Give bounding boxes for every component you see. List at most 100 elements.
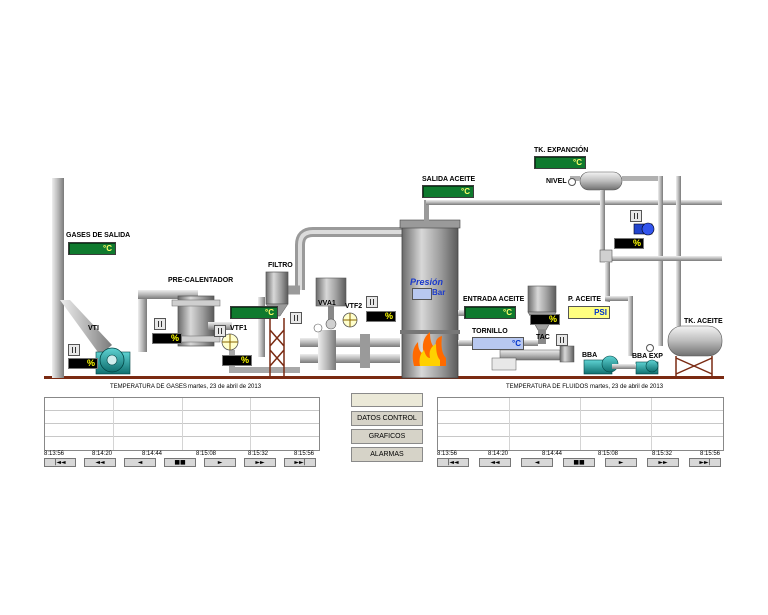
tk-aceite-stand — [675, 356, 713, 376]
tac-hopper — [527, 285, 557, 313]
label-vtf1: VTF1 — [230, 325, 248, 332]
gases-salida-temp-display: °C — [68, 242, 116, 255]
trend-left-rewind-button[interactable]: ◄◄ — [84, 458, 116, 467]
trend-left-time-0: 8:13:56 — [44, 451, 65, 457]
p-aceite-display: PSI — [568, 306, 610, 319]
datos-control-button[interactable]: DATOS CONTROL — [351, 411, 423, 426]
tornillo-temp-display: °C — [472, 337, 524, 350]
graficos-button[interactable]: GRAFICOS — [351, 429, 423, 444]
trend-left-time-5: 8:15:56 — [294, 451, 315, 457]
trend-right-time-3: 8:15:08 — [598, 451, 619, 457]
tac-switch[interactable] — [556, 334, 568, 346]
label-vva1: VVA1 — [318, 300, 336, 307]
trend-left-date: martes, 23 de abril de 2013 — [188, 384, 262, 390]
label-tac: TAC — [536, 334, 550, 341]
fire-icon — [412, 332, 446, 366]
trend-left-time-1: 8:14:20 — [92, 451, 113, 457]
vti-switch[interactable] — [68, 344, 80, 356]
vtf1-percent-display: % — [222, 355, 252, 366]
label-filtro: FILTRO — [268, 262, 293, 269]
alarmas-button[interactable]: ALARMAS — [351, 447, 423, 462]
trend-left-back-button[interactable]: ◄ — [124, 458, 156, 467]
label-salida-aceite: SALIDA ACEITE — [422, 176, 476, 183]
vti-duct — [60, 300, 112, 355]
tk-expansion — [579, 171, 623, 191]
bba-pump-icon — [583, 355, 619, 375]
trend-right-forward-button[interactable]: ► — [605, 458, 637, 467]
vtf1-fan-icon — [221, 333, 239, 351]
label-bba-exp: BBA EXP — [632, 353, 663, 360]
vti-blower-icon — [95, 347, 131, 375]
trend-right-time-4: 8:15:32 — [652, 451, 673, 457]
trend-left-title: TEMPERATURA DE GASES — [110, 384, 187, 390]
label-tornillo: TORNILLO — [472, 328, 508, 335]
trend-right-back-button[interactable]: ◄ — [521, 458, 553, 467]
bba-exp-indicator — [646, 344, 654, 352]
filtro — [265, 271, 289, 305]
trend-left-forward-button[interactable]: ► — [204, 458, 236, 467]
presion-unit: Bar — [432, 288, 446, 297]
trend-right-date: martes, 23 de abril de 2013 — [590, 384, 664, 390]
trend-left-chart — [44, 397, 320, 451]
pipe-burner-1 — [300, 338, 400, 347]
pipe-gases-top — [138, 290, 198, 299]
trend-right-rewind-button[interactable]: ◄◄ — [479, 458, 511, 467]
label-entrada-aceite: ENTRADA ACEITE — [463, 296, 525, 303]
trend-right-first-button[interactable]: |◄◄ — [437, 458, 469, 467]
vti-percent-display: % — [68, 358, 98, 369]
menu-header — [351, 393, 423, 407]
vva1-actuator — [315, 277, 347, 307]
label-tk-expancion: TK. EXPANCIÓN — [534, 147, 589, 154]
pump-blue-switch[interactable] — [630, 210, 642, 222]
vtf2-switch[interactable] — [366, 296, 378, 308]
trend-right-last-button[interactable]: ►►| — [689, 458, 721, 467]
pipe-gases-vertical — [138, 292, 147, 352]
pipe-gas-main — [295, 227, 402, 290]
tk-expancion-temp-display: °C — [534, 156, 586, 169]
trend-right-title: TEMPERATURA DE FLUIDOS — [506, 384, 589, 390]
nivel-indicator — [568, 178, 576, 186]
trend-left-first-button[interactable]: |◄◄ — [44, 458, 76, 467]
bba-exp-pump-icon — [635, 359, 659, 375]
presion-display — [412, 288, 432, 300]
trend-right-pause-button[interactable]: ■■ — [563, 458, 595, 467]
label-bba: BBA — [582, 352, 598, 359]
label-nivel: NIVEL — [546, 178, 567, 185]
trend-left-time-2: 8:14:44 — [142, 451, 163, 457]
label-p-aceite: P. ACEITE — [568, 296, 602, 303]
label-presion: Presión — [410, 277, 444, 287]
trend-left-fastforward-button[interactable]: ►► — [244, 458, 276, 467]
trend-right-time-0: 8:13:56 — [437, 451, 458, 457]
pipe-burner-2 — [300, 354, 400, 363]
pipe-salida-aceite — [426, 200, 722, 205]
label-vti: VTI — [88, 325, 99, 332]
entrada-aceite-temp-display: °C — [464, 306, 516, 319]
trend-left-time-4: 8:15:32 — [248, 451, 269, 457]
vtf1-switch[interactable] — [214, 325, 226, 337]
pump-blue-percent-display: % — [614, 238, 644, 249]
tac-percent-display: % — [530, 314, 560, 325]
precal-switch[interactable] — [154, 318, 166, 330]
trend-right-fastforward-button[interactable]: ►► — [647, 458, 679, 467]
label-vtf2: VTF2 — [345, 303, 363, 310]
trend-left-time-3: 8:15:08 — [196, 451, 217, 457]
precal-percent-display: % — [152, 333, 182, 344]
label-tk-aceite: TK. ACEITE — [684, 318, 723, 325]
floor-line — [44, 376, 724, 379]
trend-right-chart — [437, 397, 724, 451]
label-pre-calentador: PRE-CALENTADOR — [168, 277, 234, 284]
filtro-switch[interactable] — [290, 312, 302, 324]
trend-left-last-button[interactable]: ►►| — [284, 458, 316, 467]
vtf2-percent-display: % — [366, 311, 396, 322]
trend-right-time-5: 8:15:56 — [700, 451, 721, 457]
trend-right-time-1: 8:14:20 — [488, 451, 509, 457]
filter-stand — [269, 318, 285, 376]
trend-right-time-2: 8:14:44 — [542, 451, 563, 457]
salida-aceite-temp-display: °C — [422, 185, 474, 198]
tk-aceite — [667, 325, 723, 357]
trend-left-pause-button[interactable]: ■■ — [164, 458, 196, 467]
label-gases-salida: GASES DE SALIDA — [66, 232, 131, 239]
pump-blue-icon — [633, 222, 655, 236]
chimney — [52, 178, 64, 378]
